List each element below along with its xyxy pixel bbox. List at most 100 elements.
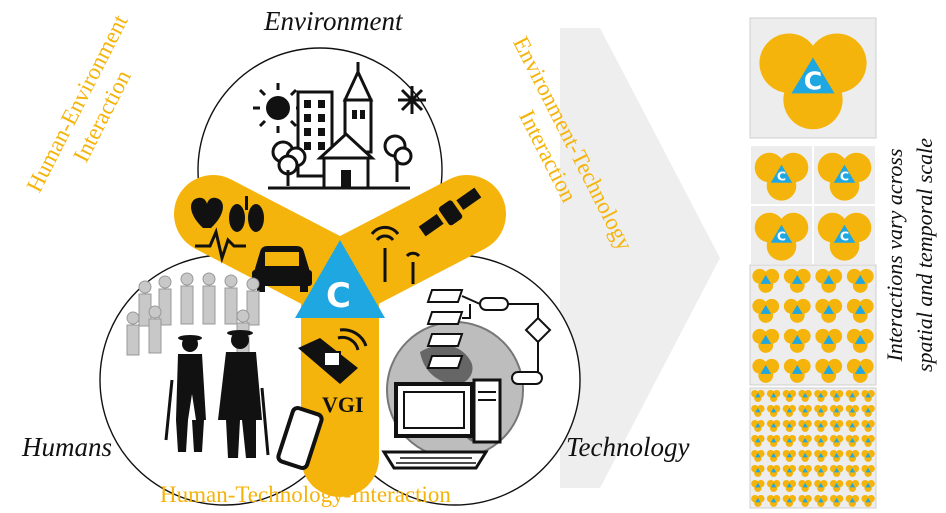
- scale-motif: [798, 494, 812, 507]
- scale-motif: [814, 434, 828, 447]
- scale-motif: [751, 464, 765, 477]
- scale-motif: [782, 479, 797, 492]
- scale-arrow: [560, 28, 720, 488]
- center-triangle: [295, 240, 385, 318]
- center-label: C: [326, 276, 351, 316]
- snowflake-icon: [398, 86, 426, 114]
- car-icon: [252, 246, 312, 292]
- scale-motif: C: [759, 33, 867, 130]
- scale-motif: [845, 464, 860, 477]
- scale-motif: [751, 494, 765, 507]
- scale-motif: [829, 389, 844, 402]
- scale-motif: [798, 434, 812, 447]
- scale-motif: [845, 404, 860, 417]
- scale-motif: [846, 328, 874, 353]
- scale-motif: [766, 464, 781, 477]
- flowchart-icon: [426, 289, 552, 385]
- scale-motif: [846, 268, 874, 293]
- scale-motif: [829, 449, 844, 462]
- scale-motif: [814, 389, 828, 402]
- scale-motif: [782, 389, 797, 402]
- scale-motif: [845, 479, 860, 492]
- technology-label: Technology: [566, 432, 690, 462]
- scale-motif: [782, 464, 797, 477]
- scale-motif: [751, 389, 765, 402]
- scale-motif: C: [817, 212, 872, 261]
- scale-motif: [814, 464, 828, 477]
- scale-motif: [782, 419, 797, 432]
- scale-motif: [751, 449, 765, 462]
- scale-motif: [861, 389, 875, 402]
- scale-motif: [766, 389, 781, 402]
- scale-motif: [845, 449, 860, 462]
- scale-motif: [766, 434, 781, 447]
- scale-motif: [814, 449, 828, 462]
- lungs-icon: [229, 196, 264, 232]
- scale-motif: [845, 434, 860, 447]
- elderly-couple-icon: [164, 330, 270, 458]
- scale-motif: [782, 494, 797, 507]
- scale-motif: [766, 479, 781, 492]
- scale-motif: [798, 464, 812, 477]
- satellite-icon: [418, 187, 482, 237]
- scale-motif: [783, 358, 811, 383]
- scale-motif: [751, 419, 765, 432]
- scale-motif: [751, 479, 765, 492]
- scale-motif: [814, 494, 828, 507]
- scale-motif-label: C: [840, 169, 849, 184]
- scale-motif: [798, 419, 812, 432]
- scale-motif: [783, 298, 811, 323]
- scale-motif-label: C: [804, 66, 822, 95]
- humans-label: Humans: [22, 432, 113, 462]
- scale-motif: [861, 404, 875, 417]
- scale-motif: C: [754, 152, 809, 201]
- scale-motif: [861, 419, 875, 432]
- computer-icon: [381, 378, 502, 470]
- scale-motif: [829, 419, 844, 432]
- scale-motif: [829, 404, 844, 417]
- environment-label: Environment: [264, 6, 403, 36]
- scale-motif: [815, 328, 843, 353]
- scale-motif: [815, 268, 843, 293]
- scale-motif: [752, 328, 780, 353]
- scale-motif: [766, 419, 781, 432]
- antenna-icon: [370, 225, 421, 284]
- scale-motif: [815, 298, 843, 323]
- scale-panel: [749, 264, 877, 386]
- scale-motif: [783, 268, 811, 293]
- scale-motif: [861, 464, 875, 477]
- scale-motif: [845, 419, 860, 432]
- scale-motif: [782, 449, 797, 462]
- scale-motif: [814, 479, 828, 492]
- scale-motif: C: [817, 152, 872, 201]
- scale-motif: [829, 479, 844, 492]
- smartwatch-icon: [298, 328, 368, 384]
- scale-motif: [861, 494, 875, 507]
- sun-icon: [253, 83, 303, 133]
- vgi-label: VGI: [322, 392, 364, 417]
- scale-motif: [782, 404, 797, 417]
- scale-motif: [752, 358, 780, 383]
- scale-motif: [846, 358, 874, 383]
- scale-motif: [815, 358, 843, 383]
- scale-motif: [798, 449, 812, 462]
- scale-motif: [752, 298, 780, 323]
- scale-motif: [798, 389, 812, 402]
- heart-icon: [191, 197, 223, 228]
- scale-motif: [846, 298, 874, 323]
- scale-motif: [752, 268, 780, 293]
- scale-motif: [766, 494, 781, 507]
- scale-motif: [845, 494, 860, 507]
- scale-motif: [829, 464, 844, 477]
- scale-motif: [766, 449, 781, 462]
- trees-icon: [268, 134, 413, 190]
- scale-motif: [751, 434, 765, 447]
- scale-motif: [861, 479, 875, 492]
- scale-motif: [751, 404, 765, 417]
- scale-motif: [783, 328, 811, 353]
- smartphone-icon: [276, 406, 324, 470]
- scale-motif: [798, 404, 812, 417]
